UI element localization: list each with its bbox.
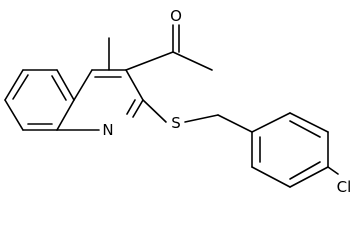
double-bond-inner	[12, 74, 29, 100]
bond	[142, 99, 167, 123]
double-bond-inner	[289, 161, 321, 180]
structure-canvas: O N S Cl	[4, 7, 352, 196]
bond	[172, 51, 213, 71]
bond	[4, 69, 24, 101]
chlorine-label: Cl	[337, 178, 352, 196]
double-bond-inner	[289, 120, 321, 138]
bond	[327, 166, 339, 175]
bond	[56, 99, 75, 131]
nitrogen-label: N	[102, 121, 113, 139]
bond	[4, 99, 24, 131]
bond	[217, 114, 253, 133]
oxygen-label: O	[170, 7, 182, 25]
bond	[289, 112, 329, 133]
double-bond-inner	[126, 99, 136, 115]
bond	[251, 112, 291, 133]
bond	[73, 69, 93, 101]
bond	[289, 166, 329, 188]
bond	[251, 166, 291, 188]
sulfur-label: S	[171, 114, 181, 132]
bond	[184, 114, 219, 123]
molecule-diagram: O N S Cl	[4, 7, 352, 196]
bond	[56, 69, 75, 101]
bond	[125, 69, 144, 101]
bond	[132, 99, 144, 118]
bond	[125, 51, 174, 71]
double-bond-inner	[51, 75, 67, 101]
